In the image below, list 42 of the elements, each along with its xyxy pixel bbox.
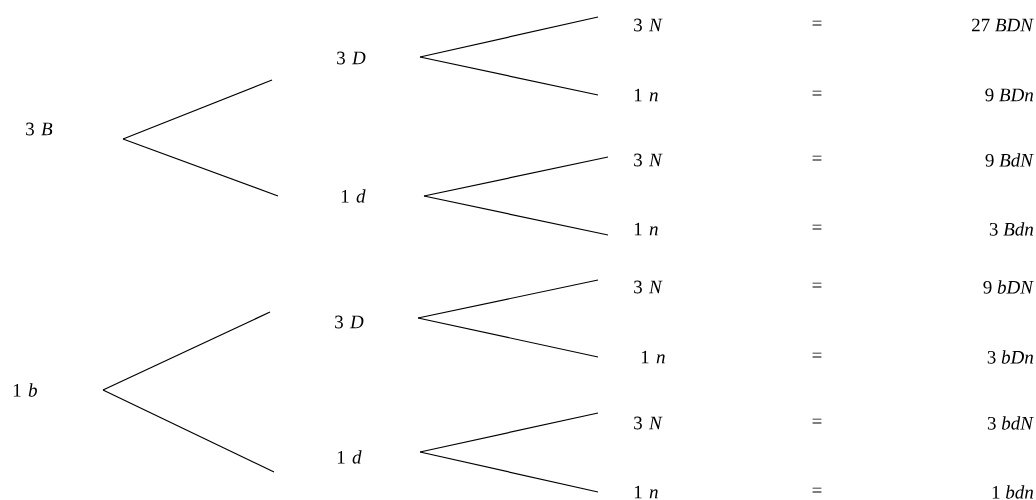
branch-line	[423, 195, 609, 236]
branch-label: 3 B	[26, 122, 53, 136]
equals-sign: =	[812, 224, 822, 230]
equals-sign: =	[812, 352, 822, 358]
equals-sign: =	[812, 418, 822, 424]
genotype-label: 9 BdN	[985, 153, 1034, 167]
genotype-label: 3 Bdn	[989, 222, 1033, 236]
equals-sign: =	[812, 90, 822, 96]
genotype-label: 1 bdn	[992, 485, 1033, 499]
branch-label: 3 N	[634, 416, 663, 430]
branch-line	[419, 16, 599, 58]
branch-label: 3 D	[337, 51, 366, 65]
branch-line	[417, 279, 599, 319]
genotype-label: 9 BDn	[985, 88, 1033, 102]
branch-line	[423, 156, 609, 197]
branch-line	[122, 79, 273, 140]
genotype-label: 27 BDN	[972, 18, 1034, 32]
genotype-label: 3 bDn	[987, 350, 1033, 364]
branch-label: 3 D	[335, 315, 364, 329]
branch-label: 3 N	[634, 153, 663, 167]
branch-label: 1 n	[634, 222, 658, 236]
branch-label: 3 N	[634, 18, 663, 32]
genotype-label: 3 bdN	[987, 416, 1034, 430]
branch-line	[122, 138, 279, 197]
branch-line	[417, 317, 599, 358]
branch-label: 3 N	[634, 280, 663, 294]
branch-line	[419, 56, 599, 96]
branch-label: 1 d	[337, 450, 362, 464]
branch-line	[102, 389, 275, 473]
equals-sign: =	[812, 282, 822, 288]
equals-sign: =	[812, 20, 822, 26]
genotype-label: 9 bDN	[983, 280, 1034, 294]
branch-label: 1 n	[641, 350, 665, 364]
branch-line	[102, 311, 271, 391]
branch-label: 1 d	[341, 189, 366, 203]
branch-label: 1 n	[634, 88, 658, 102]
branch-label: 1 n	[634, 485, 658, 499]
equals-sign: =	[812, 155, 822, 161]
equals-sign: =	[812, 487, 822, 493]
branch-line	[419, 451, 599, 493]
branch-line	[419, 412, 599, 453]
branch-label: 1 b	[13, 383, 37, 397]
